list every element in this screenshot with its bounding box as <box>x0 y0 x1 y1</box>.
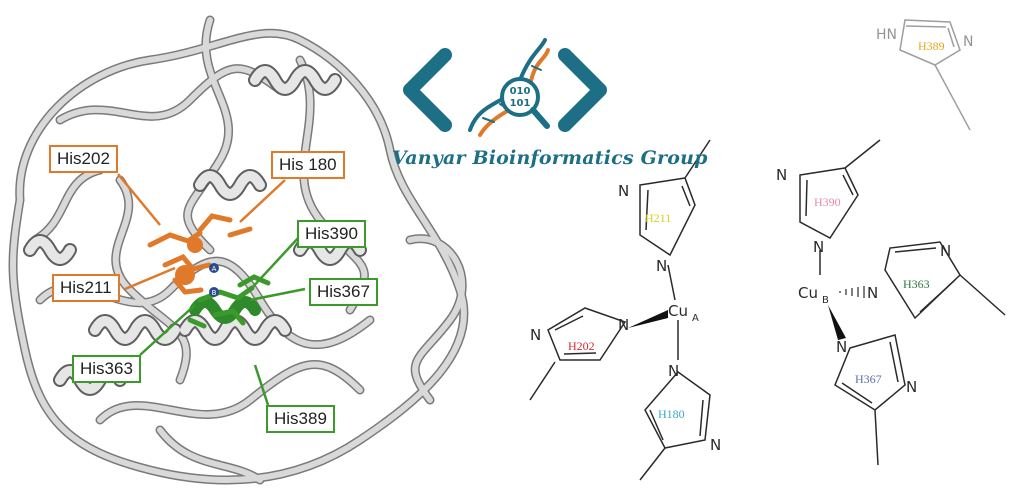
h390-imidazole <box>799 139 881 275</box>
copper-b-marker: B <box>209 287 219 297</box>
cu-b-subscript: B <box>822 295 829 306</box>
callout-his202: His202 <box>49 145 118 173</box>
h202-label: H202 <box>568 339 595 353</box>
cu-a-subscript: A <box>692 313 699 324</box>
site-b-label: B <box>212 289 217 297</box>
callout-his367: His367 <box>309 278 378 306</box>
h202-imidazole <box>529 307 627 401</box>
h389-n-atom: N <box>963 34 973 50</box>
cu-b-hash-bond <box>839 286 865 298</box>
h180-label: H180 <box>658 407 685 421</box>
callout-his180: His 180 <box>271 151 345 179</box>
h389-label: H389 <box>918 39 945 53</box>
cu-b-symbol: Cu <box>798 284 818 302</box>
h211-n-top: N <box>618 182 629 200</box>
logo-magnifier-icon: 010 101 <box>500 77 550 129</box>
chemical-structures: HN N H389 N N H211 Cu A N N H202 <box>529 19 1006 481</box>
h363-n-left: N <box>867 284 878 302</box>
logo-right-bracket-icon <box>558 48 607 132</box>
h363-n-top: N <box>940 242 951 260</box>
h390-label: H390 <box>814 195 841 209</box>
h180-n-bottom: N <box>710 436 721 454</box>
callout-his363: His363 <box>72 355 141 383</box>
logo-left-bracket-icon <box>403 48 452 132</box>
h363-label: H363 <box>903 277 930 291</box>
h389-imidazole <box>899 19 971 131</box>
callout-his390: His390 <box>297 220 366 248</box>
green-helix <box>189 296 261 324</box>
cu-a-wedge-bond <box>628 310 668 328</box>
h367-n-right: N <box>906 378 917 396</box>
active-site: A B <box>147 213 271 329</box>
callout-his211: His211 <box>52 274 120 302</box>
logo-title: Vanyar Bioinformatics Group <box>392 147 708 169</box>
logo-binary-bottom: 101 <box>510 98 531 109</box>
h367-imidazole <box>834 334 906 466</box>
h180-imidazole <box>639 370 711 481</box>
h367-label: H367 <box>855 372 882 386</box>
cu-a-symbol: Cu <box>668 302 688 320</box>
h202-n-right: N <box>618 316 629 334</box>
h180-n-top: N <box>668 362 679 380</box>
site-a-label: A <box>212 265 217 273</box>
h202-n-left: N <box>530 326 541 344</box>
h367-n-top: N <box>836 338 847 356</box>
h390-n-bottom: N <box>813 238 824 256</box>
h390-n-top: N <box>776 166 787 184</box>
copper-a-marker: A <box>209 263 219 273</box>
callout-arrows <box>117 173 306 406</box>
h389-nh-atom: HN <box>876 27 897 43</box>
h363-imidazole <box>884 241 1006 320</box>
green-histidines <box>187 274 271 329</box>
h211-n-bottom: N <box>656 257 667 275</box>
orange-histidines <box>147 213 253 295</box>
cu-b-wedge-bond <box>828 305 846 340</box>
h211-imidazole <box>639 139 711 301</box>
h211-label: H211 <box>645 211 671 225</box>
logo-binary-top: 010 <box>510 86 531 97</box>
protein-ribbon-structure <box>8 15 469 485</box>
callout-his389: His389 <box>266 405 335 433</box>
logo: 010 101 <box>403 38 607 137</box>
